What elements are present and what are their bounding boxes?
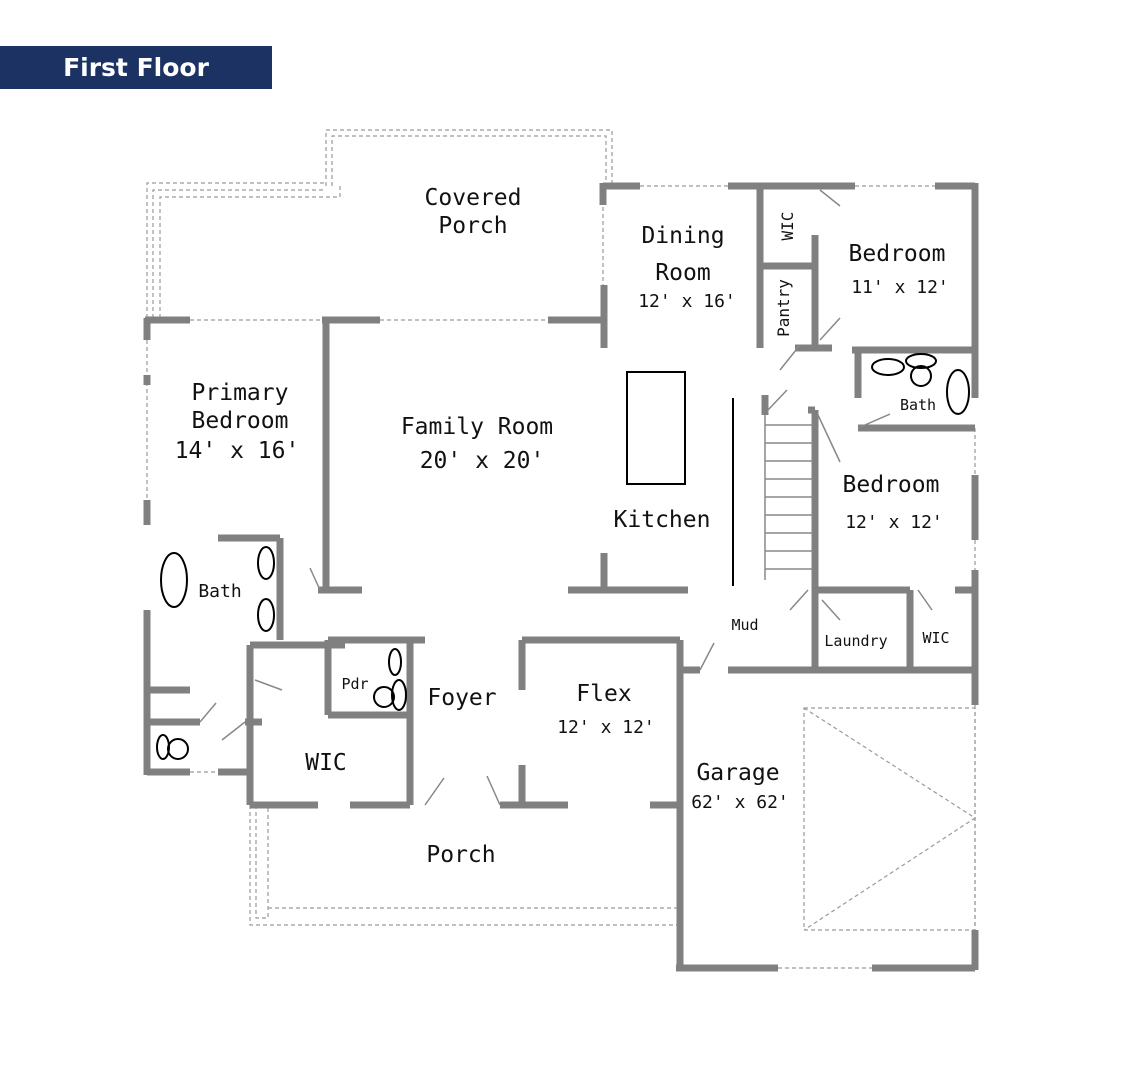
- covered-porch-label: Covered: [425, 185, 522, 211]
- family-size: 20' x 20': [420, 448, 545, 474]
- primary-label: Primary: [192, 380, 289, 406]
- pdr-label: Pdr: [341, 675, 368, 693]
- bath-right-label: Bath: [900, 396, 936, 414]
- dining-label: Room: [655, 260, 710, 286]
- toilet-icon: [910, 365, 932, 387]
- toilet-icon: [373, 686, 395, 708]
- covered-porch-label: Porch: [438, 213, 507, 239]
- tub-icon: [160, 552, 188, 608]
- fixtures: [156, 353, 970, 760]
- dining-label: Dining: [641, 223, 724, 249]
- foyer-label: Foyer: [427, 685, 496, 711]
- flex-label: Flex: [576, 681, 631, 707]
- tub-icon: [946, 369, 970, 415]
- laundry-label: Laundry: [824, 632, 887, 650]
- sink-icon: [388, 648, 402, 676]
- bedroom1-size: 11' x 12': [851, 277, 949, 298]
- kitchen-label: Kitchen: [614, 507, 711, 533]
- pantry-label: Pantry: [774, 279, 793, 337]
- dining-size: 12' x 16': [638, 291, 736, 312]
- family-label: Family Room: [401, 414, 553, 440]
- toilet-icon: [391, 679, 407, 711]
- room-labels: Covered Porch Dining Room 12' x 16' WIC …: [175, 185, 950, 868]
- flex-size: 12' x 12': [557, 717, 655, 738]
- wic-top-label: WIC: [778, 212, 797, 241]
- wic-left-label: WIC: [305, 750, 347, 776]
- bedroom1-label: Bedroom: [849, 241, 946, 267]
- bedroom2-label: Bedroom: [843, 472, 940, 498]
- sink-icon: [257, 546, 275, 580]
- walls: [143, 182, 979, 972]
- sink-icon: [871, 358, 905, 376]
- dashed-outlines: [146, 129, 977, 969]
- sink-icon: [905, 353, 937, 369]
- kitchen-island: [626, 371, 686, 485]
- garage-size: 62' x 62': [691, 792, 789, 813]
- door-swings: [199, 189, 933, 806]
- primary-label: Bedroom: [192, 408, 289, 434]
- sink-icon: [257, 598, 275, 632]
- mud-label: Mud: [731, 616, 758, 634]
- garage-label: Garage: [696, 760, 779, 786]
- toilet-icon: [167, 738, 189, 760]
- toilet-icon: [156, 734, 170, 760]
- wic-right-label: WIC: [922, 629, 949, 647]
- bath-left-label: Bath: [198, 581, 241, 602]
- primary-size: 14' x 16': [175, 438, 300, 464]
- floor-title-banner: First Floor: [0, 46, 272, 89]
- porch-label: Porch: [426, 842, 495, 868]
- bedroom2-size: 12' x 12': [845, 512, 943, 533]
- stairs: [732, 398, 813, 586]
